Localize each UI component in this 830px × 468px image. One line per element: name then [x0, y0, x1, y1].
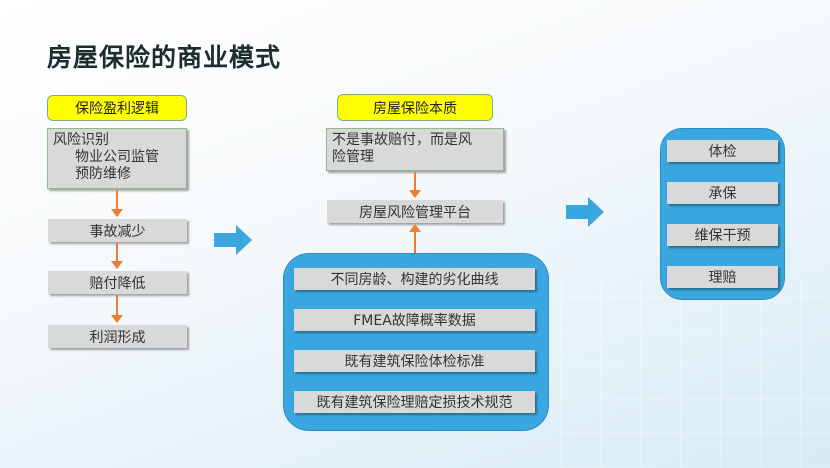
service-underwriting: 承保: [667, 182, 778, 204]
property-supervision-label: 物业公司监管: [75, 149, 159, 165]
down-arrow-icon: [111, 190, 123, 217]
essence-line-1: 不是事故赔付，而是风: [332, 132, 472, 148]
preventive-maintenance-label: 预防维修: [75, 166, 131, 182]
services-container: 体检 承保 维保干预 理赔: [660, 128, 785, 300]
slide-title: 房屋保险的商业模式: [47, 43, 282, 72]
foundation-fmea-data: FMEA故障概率数据: [294, 309, 535, 331]
essence-statement-box: 不是事故赔付，而是风 险管理: [326, 128, 504, 171]
risk-management-platform-box: 房屋风险管理平台: [327, 200, 503, 223]
foundations-container: 不同房龄、构建的劣化曲线 FMEA故障概率数据 既有建筑保险体检标准 既有建筑保…: [283, 253, 549, 431]
profit-logic-header: 保险盈利逻辑: [47, 95, 187, 121]
step-profit-formation: 利润形成: [48, 325, 187, 348]
service-maintenance-intervention: 维保干预: [667, 224, 778, 246]
right-arrow-icon: [566, 197, 604, 227]
up-arrow-icon: [409, 224, 421, 255]
background-building-image: [560, 280, 830, 468]
step-claims-reduction: 赔付降低: [48, 271, 187, 294]
down-arrow-icon: [409, 172, 421, 198]
down-arrow-icon: [111, 243, 123, 269]
service-inspection: 体检: [667, 140, 778, 162]
essence-line-2: 险管理: [332, 149, 374, 165]
right-arrow-icon: [214, 225, 252, 255]
down-arrow-icon: [111, 295, 123, 323]
step-accident-reduction: 事故减少: [48, 219, 187, 242]
risk-identification-label: 风险识别: [53, 132, 109, 148]
foundation-deterioration-curve: 不同房龄、构建的劣化曲线: [294, 268, 535, 290]
insurance-essence-header: 房屋保险本质: [337, 94, 493, 121]
risk-identification-box: 风险识别 物业公司监管 预防维修: [47, 128, 187, 189]
foundation-claims-spec: 既有建筑保险理赔定损技术规范: [294, 391, 535, 413]
service-claims: 理赔: [667, 266, 778, 288]
foundation-inspection-standard: 既有建筑保险体检标准: [294, 350, 535, 372]
